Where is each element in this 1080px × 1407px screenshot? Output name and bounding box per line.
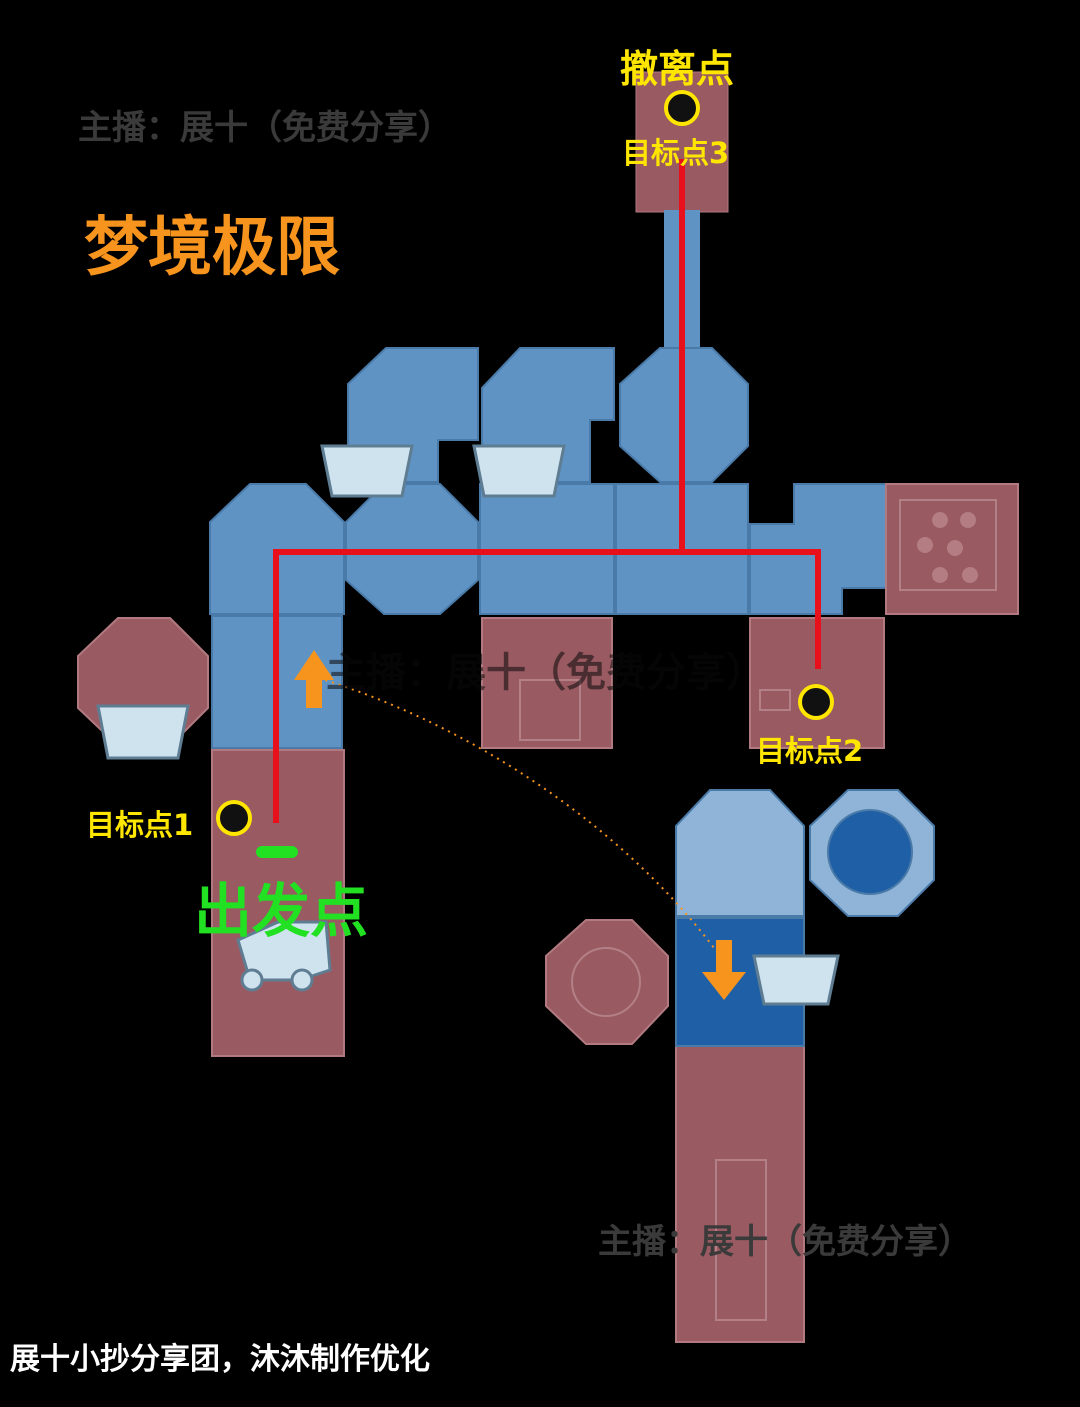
arrow-down-icon [702,940,746,1000]
route-line [273,159,821,823]
credit-text: 展十小抄分享团，沐沐制作优化 [10,1342,430,1377]
target1-label: 目标点1 [86,808,194,842]
red-room-details [519,499,997,1321]
watermark-top: 主播：展十（免费分享） [78,108,452,148]
start-label: 出发点 [194,877,369,945]
crate-icon [96,444,840,1006]
start-marker [256,846,298,858]
exit-label: 撤离点 [620,47,735,91]
red-room-seats [917,512,978,583]
watermark-bottom: 主播：展十（免费分享） [598,1222,972,1262]
lower-blue-rooms [675,789,935,1047]
truck-icon [236,920,332,992]
dotted-path [311,675,721,957]
target-marker-icon [216,90,834,836]
arrow-up-icon [294,650,334,708]
watermark-middle: 主播：展十（免费分享） [326,650,766,696]
target2-label: 目标点2 [756,734,864,768]
target3-label: 目标点3 [622,136,730,170]
map-title: 梦境极限 [84,211,340,285]
